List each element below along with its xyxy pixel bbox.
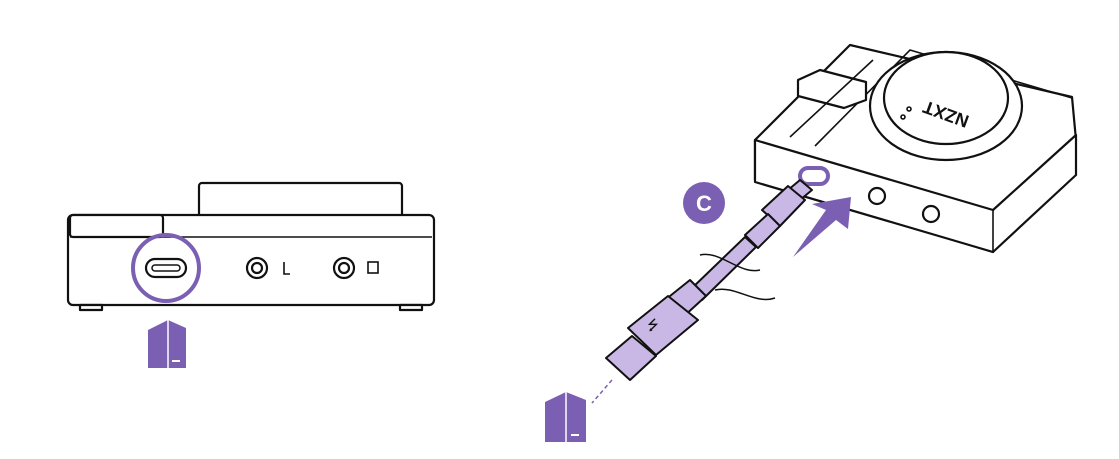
step-badge: C [683,182,725,224]
fan-ring: NZXT [868,50,1024,162]
pc-tower-icon [545,392,586,442]
usb-c-port-highlight [131,233,201,303]
microphone-jack-icon [332,256,379,280]
pc-tower-icon [148,320,186,368]
device-perspective-view: NZXT [753,43,1078,254]
insert-arrow-icon [793,197,851,257]
microphone-jack-icon [921,204,941,224]
usb-c-port-highlight [798,166,830,186]
headphone-jack-icon [245,256,290,280]
headphone-jack-icon [867,186,887,206]
device-rear-view [66,181,436,312]
usb-cable: ⭍ [591,179,813,404]
step-badge-label: C [696,191,712,216]
usb-symbol-icon: ⭍ [647,317,659,333]
